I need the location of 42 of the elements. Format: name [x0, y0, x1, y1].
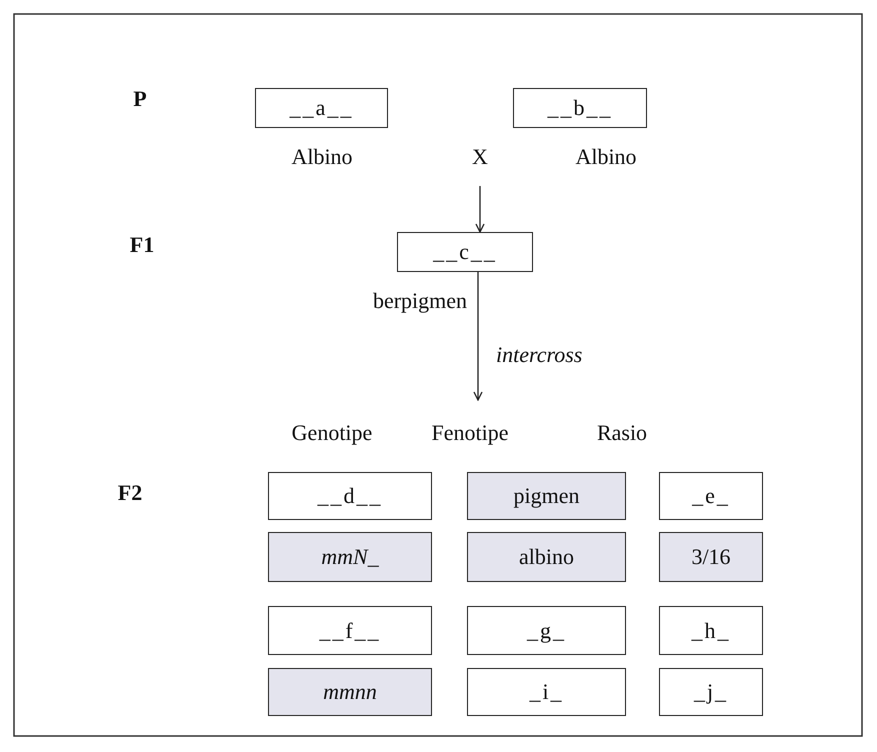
trait-box: [467, 472, 626, 520]
generation-label: P: [133, 86, 147, 112]
box-text: __c__: [433, 239, 497, 265]
generation-label: F2: [118, 480, 142, 506]
generation-label: F1: [130, 232, 154, 258]
genotype-box: [268, 668, 432, 716]
trait-box: [467, 532, 626, 582]
box-text: pigmen: [514, 483, 580, 509]
box-text: __d__: [318, 483, 382, 509]
box-text: 3/16: [691, 544, 731, 570]
answer-box: [255, 88, 388, 128]
box-text: albino: [519, 544, 574, 570]
box-text: __a__: [290, 95, 354, 121]
column-heading: Genotipe: [292, 420, 372, 446]
answer-box: [397, 232, 533, 272]
box-text: _h_: [692, 618, 730, 644]
trait-box: [659, 532, 763, 582]
box-text: __f__: [319, 618, 381, 644]
answer-box: [268, 472, 432, 520]
genotype-box: [268, 532, 432, 582]
column-heading: Rasio: [596, 420, 648, 446]
genotype-text: mmN_: [321, 544, 379, 570]
answer-box: [659, 472, 763, 520]
box-text: _e_: [692, 483, 730, 509]
answer-box: [659, 606, 763, 655]
box-text: _g_: [527, 618, 566, 644]
cross-symbol: X: [472, 144, 488, 170]
genotype-text: mmnn: [323, 679, 377, 705]
box-text: _i_: [529, 679, 564, 705]
answer-box: [467, 606, 626, 655]
arrow: [475, 186, 485, 233]
phenotype-caption: Albino: [291, 144, 353, 170]
box-text: _j_: [694, 679, 728, 705]
answer-box: [467, 668, 626, 716]
arrow: [473, 272, 483, 401]
phenotype-caption: berpigmen: [372, 288, 468, 314]
box-text: __b__: [548, 95, 612, 121]
answer-box: [513, 88, 647, 128]
answer-box: [268, 606, 432, 655]
answer-box: [659, 668, 763, 716]
column-heading: Fenotipe: [432, 420, 508, 446]
phenotype-caption: Albino: [575, 144, 637, 170]
